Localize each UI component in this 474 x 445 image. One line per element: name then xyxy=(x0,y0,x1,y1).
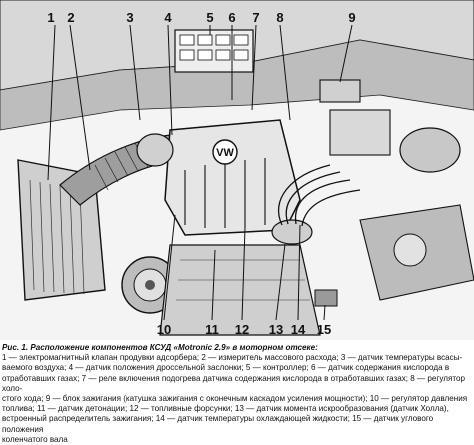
controller-block xyxy=(174,29,254,73)
callout-13: 13 xyxy=(269,322,283,337)
callout-5: 5 xyxy=(206,10,213,25)
callout-1: 1 xyxy=(47,10,54,25)
callout-6: 6 xyxy=(228,10,235,25)
callout-11: 11 xyxy=(205,322,219,337)
right-components xyxy=(329,109,474,301)
engine-bay-drawing: VW xyxy=(0,0,474,340)
callout-4: 4 xyxy=(164,10,172,25)
leader-lines xyxy=(47,24,353,321)
callout-9: 9 xyxy=(348,10,355,25)
svg-text:VW: VW xyxy=(216,147,234,159)
caption-body: 1 — электромагнитный клапан продувки адс… xyxy=(2,353,468,444)
callout-3: 3 xyxy=(126,10,133,25)
callout-15: 15 xyxy=(317,322,331,337)
intake-manifold: VW xyxy=(164,119,301,236)
callout-12: 12 xyxy=(235,322,249,337)
callout-14: 14 xyxy=(291,322,306,337)
figure-caption: Рис. 1. Расположение компонентов КСУД «M… xyxy=(2,343,470,444)
callout-10: 10 xyxy=(157,322,171,337)
distributor xyxy=(271,164,361,245)
callout-7: 7 xyxy=(252,10,259,25)
caption-title: Рис. 1. Расположение компонентов КСУД «M… xyxy=(2,343,318,352)
callout-8: 8 xyxy=(276,10,283,25)
callout-2: 2 xyxy=(67,10,74,25)
